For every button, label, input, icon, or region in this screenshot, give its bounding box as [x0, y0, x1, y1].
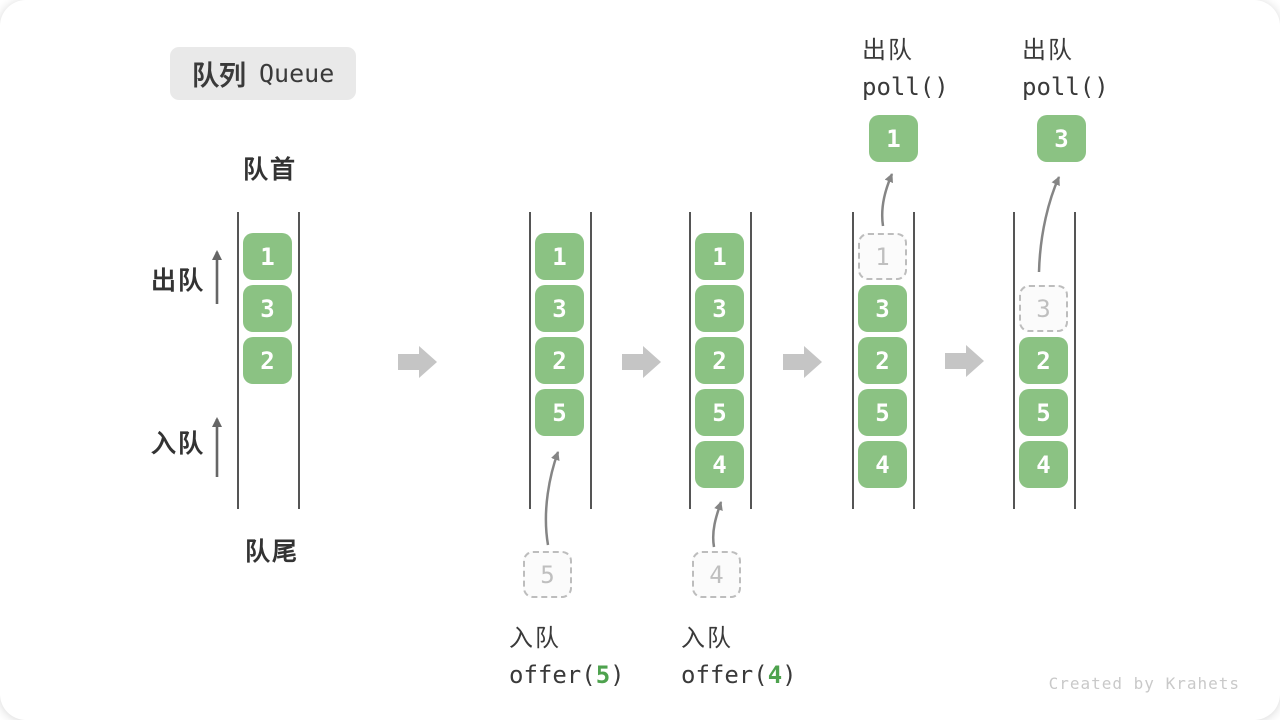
fn-pre: offer( — [681, 661, 768, 689]
enqueue-direction-arrow-icon — [212, 417, 222, 477]
queue-element: 5 — [1019, 389, 1068, 436]
queue-element: 1 — [535, 233, 584, 280]
enqueue-op-label: 入队 — [681, 625, 733, 652]
queue-wall-line — [529, 212, 531, 509]
removed-element-ghost: 3 — [1019, 285, 1068, 332]
queue-state-3: 1 3 2 5 4 — [689, 212, 752, 509]
queue-element: 4 — [695, 441, 744, 488]
fn-post: ) — [610, 661, 625, 689]
dequeue-op-caption-1: 出队 poll() — [862, 30, 949, 101]
queue-state-5: 3 2 5 4 — [1013, 212, 1076, 509]
queue-wall-line — [590, 212, 592, 509]
enqueue-op-fn: offer(4) — [681, 661, 797, 689]
title-en: Queue — [259, 59, 335, 88]
enqueue-op-caption-1: 入队 offer(5) — [509, 618, 625, 689]
enqueue-side-label: 入队 — [151, 430, 206, 458]
dequeue-side-label: 出队 — [151, 267, 206, 295]
queue-element: 5 — [535, 389, 584, 436]
dequeue-op-label: 出队 — [862, 37, 914, 64]
queue-element: 2 — [535, 337, 584, 384]
queue-element: 3 — [858, 285, 907, 332]
queue-element: 2 — [1019, 337, 1068, 384]
dequeue-op-caption-2: 出队 poll() — [1022, 30, 1109, 101]
incoming-element-4: 4 — [692, 551, 741, 598]
watermark: Created by Krahets — [1048, 674, 1240, 693]
title-zh: 队列 — [192, 61, 246, 91]
dequeue-op-fn: poll() — [1022, 73, 1109, 101]
queue-wall-line — [750, 212, 752, 509]
fn-pre: offer( — [509, 661, 596, 689]
enqueue-op-label: 入队 — [509, 625, 561, 652]
dequeue-direction-arrow-icon — [212, 250, 222, 304]
queue-element: 5 — [858, 389, 907, 436]
queue-state-1: 1 3 2 — [237, 212, 300, 509]
queue-wall-line — [237, 212, 239, 509]
queue-element: 2 — [695, 337, 744, 384]
queue-element: 3 — [695, 285, 744, 332]
queue-element: 3 — [243, 285, 292, 332]
polled-element-3: 3 — [1037, 115, 1086, 162]
queue-element: 1 — [695, 233, 744, 280]
dequeue-arrow — [1037, 176, 1061, 273]
queue-wall-line — [852, 212, 854, 509]
dequeue-op-fn: poll() — [862, 73, 949, 101]
queue-element: 4 — [858, 441, 907, 488]
queue-state-4: 1 3 2 5 4 — [852, 212, 915, 509]
queue-element: 4 — [1019, 441, 1068, 488]
transition-arrow-icon — [945, 345, 984, 377]
enqueue-op-fn: offer(5) — [509, 661, 625, 689]
fn-post: ) — [782, 661, 797, 689]
transition-arrow-icon — [783, 346, 822, 378]
removed-element-ghost: 1 — [858, 233, 907, 280]
dequeue-arrow — [881, 173, 894, 227]
incoming-element-5: 5 — [523, 551, 572, 598]
transition-arrow-icon — [398, 346, 437, 378]
dequeue-op-label: 出队 — [1022, 37, 1074, 64]
queue-wall-line — [298, 212, 300, 509]
enqueue-arrow — [544, 451, 560, 546]
queue-wall-line — [1074, 212, 1076, 509]
queue-element: 3 — [535, 285, 584, 332]
queue-element: 5 — [695, 389, 744, 436]
queue-wall-line — [1013, 212, 1015, 509]
enqueue-arrow — [712, 501, 723, 548]
queue-state-2: 1 3 2 5 — [529, 212, 592, 509]
queue-element: 2 — [243, 337, 292, 384]
queue-element: 1 — [243, 233, 292, 280]
queue-wall-line — [913, 212, 915, 509]
queue-wall-line — [689, 212, 691, 509]
queue-rear-label: 队尾 — [245, 538, 300, 566]
title-box: 队列 Queue — [170, 47, 357, 100]
transition-arrow-icon — [622, 346, 661, 378]
polled-element-1: 1 — [869, 115, 918, 162]
queue-element: 2 — [858, 337, 907, 384]
queue-front-label: 队首 — [243, 156, 298, 184]
enqueue-op-caption-2: 入队 offer(4) — [681, 618, 797, 689]
fn-arg: 5 — [595, 661, 611, 689]
fn-arg: 4 — [767, 661, 783, 689]
